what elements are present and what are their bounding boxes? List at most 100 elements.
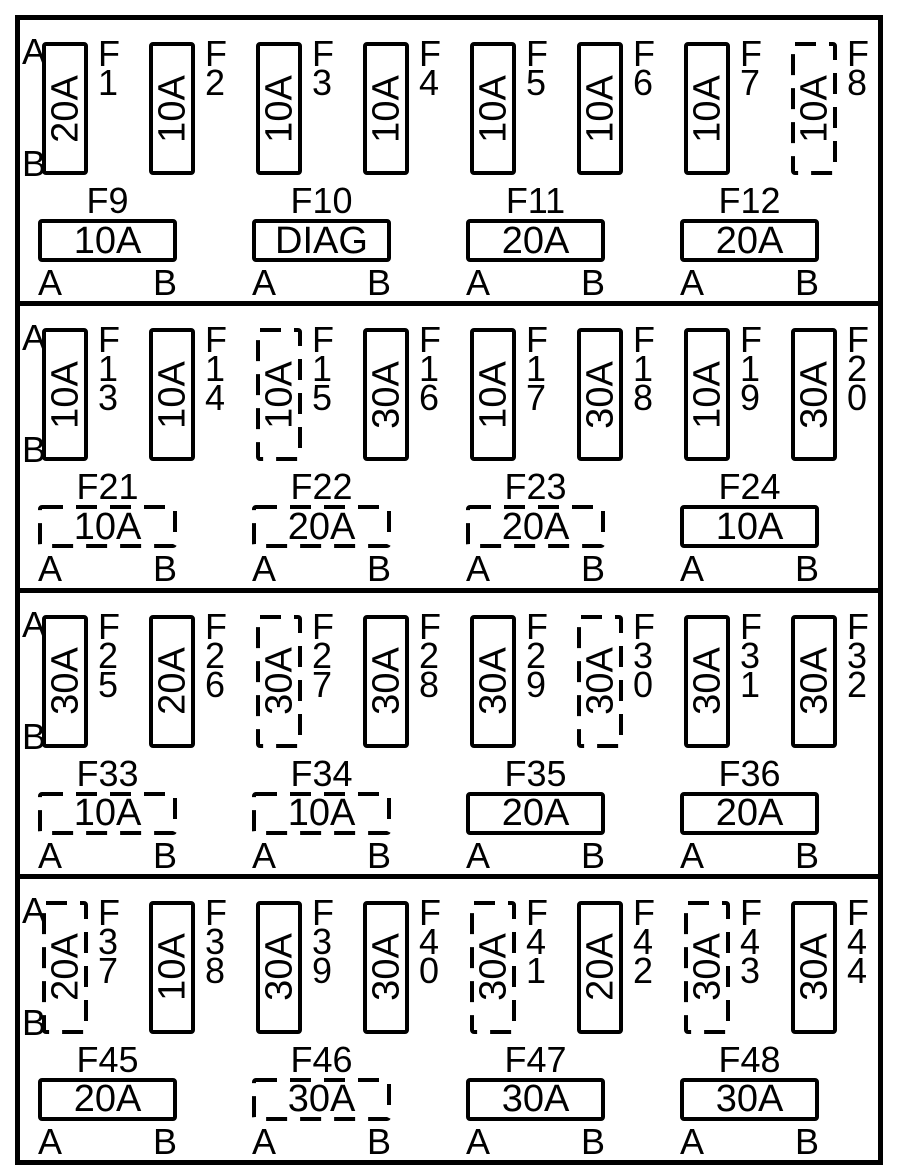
terminal-label-b: B [580,262,605,303]
fuse-name-line: 1 [205,348,226,390]
fuse-outline [42,42,88,175]
fuse-name-label: F10 [290,180,353,221]
fuse-name-line: 5 [526,62,547,103]
fuse-outline [252,505,391,549]
fuse-outline [252,791,391,835]
fuse-name-line: F [205,319,227,361]
fuse-name-line: F [419,891,441,933]
terminal-label-b: B [794,262,819,303]
fuse-amp-label: 20A [501,505,570,548]
fuse-name-line: 2 [633,949,654,991]
fuse-outline [791,42,837,175]
fuse-amp-label: 10A [793,74,835,143]
terminal-label-b: B [152,834,177,876]
row-side-label-b: B [22,143,47,184]
fuse-outline [684,614,730,748]
fuse-outline [680,1077,819,1121]
terminal-label-b: B [366,262,391,303]
fuse-outline [256,614,302,748]
fuse-name-line: F [633,33,655,74]
fuse-name-label: F9 [86,180,129,221]
row-side-label-a: A [22,31,47,72]
fuse-outline [470,328,516,462]
fuse-name-line: 1 [526,348,547,390]
fuse-name-line: 2 [526,634,547,676]
fuse-name-line: 6 [419,377,440,419]
fuse-amp-label: 30A [793,360,835,429]
terminal-label-a: A [680,548,705,590]
fuse-outline [466,791,605,835]
row-divider [20,587,878,593]
fuse-amp-label: 20A [715,219,784,262]
fuse-name-line: F [740,891,762,933]
fuse-amp-label: 20A [501,219,570,262]
fuse-outline [149,328,195,462]
fuse-amp-label: 20A [501,792,570,834]
fuse-amp-label: 30A [365,933,407,1002]
fuse-name-line: 4 [526,920,547,962]
fuse-amp-label: 10A [73,219,142,262]
fuse-name-line: 3 [740,949,761,991]
fuse-outline [577,900,623,1034]
fuse-name-label: F34 [290,752,353,794]
fuse-name-line: 9 [740,377,761,419]
fuse-name-line: 9 [312,949,333,991]
fuse-name-line: F [526,891,548,933]
fuse-name-line: 3 [312,920,333,962]
terminal-label-a: A [466,548,491,590]
fuse-outline [791,328,837,462]
terminal-label-b: B [152,262,177,303]
fuse-amp-label: 10A [151,360,193,429]
terminal-label-a: A [38,548,63,590]
fuse-outline [149,900,195,1034]
fuse-name-line: F [740,319,762,361]
fuse-body: 30A [252,1077,391,1121]
fuse-body: 30A [680,1077,819,1121]
fuse-name-line: 2 [205,634,226,676]
fuse-amp-label: 10A [151,74,193,143]
fuse-name-line: 4 [740,920,761,962]
fuse-name-line: 2 [419,634,440,676]
fuse-amp-label: 30A [793,933,835,1002]
fuse-outline [42,328,88,462]
fuse-name-line: 0 [419,949,440,991]
fuse-name-line: F [312,891,334,933]
fuse-name-line: 3 [312,62,333,103]
fuse-name-line: F [526,319,548,361]
fuse-outline [470,42,516,175]
fuse-name-line: F [633,319,655,361]
fuse-outline [577,42,623,175]
terminal-label-b: B [366,834,391,876]
fuse-name-line: 1 [526,949,547,991]
terminal-label-b: B [794,1120,819,1162]
fuse-name-line: F [526,33,548,74]
row-divider [20,301,878,307]
